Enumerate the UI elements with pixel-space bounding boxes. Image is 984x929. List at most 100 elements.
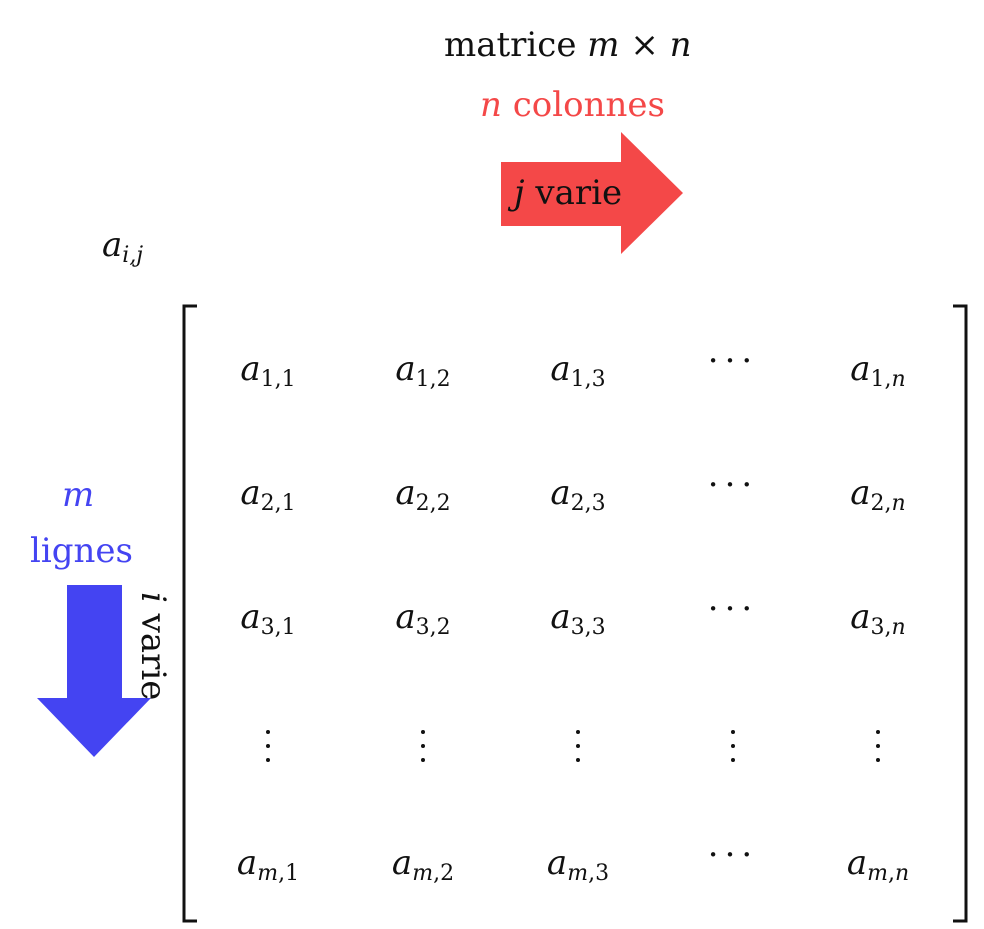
horizontal-dots: ···: [663, 468, 803, 502]
i-arrow-label: i varie: [133, 592, 173, 700]
entry-base: a: [240, 597, 261, 637]
entry-sub: 2,2: [415, 491, 451, 516]
entry-base: a: [546, 843, 568, 883]
dot: [731, 730, 735, 734]
dot: [576, 758, 580, 762]
entry-sub: 1,3: [570, 367, 606, 392]
entry-sub: 1,n: [870, 367, 906, 392]
entry-base: a: [240, 473, 261, 513]
entry-sub: 3,n: [870, 615, 906, 640]
entry-sub: m,2: [412, 861, 455, 886]
entry-base: a: [395, 473, 416, 513]
general-term-sub: i,j: [122, 243, 144, 268]
entry-base: a: [240, 349, 261, 389]
columns-var: n: [480, 85, 502, 125]
horizontal-dots: ···: [663, 592, 803, 626]
matrix-entry: a2,n: [808, 476, 948, 515]
matrix-entry: a1,n: [808, 352, 948, 391]
right-bracket: [953, 304, 968, 923]
j-arrow-label: j varie: [514, 176, 622, 210]
dot: [421, 758, 425, 762]
general-term: ai,j: [102, 228, 143, 267]
dots-glyph: ···: [707, 341, 759, 381]
diagram-title: matrice m × n: [444, 28, 692, 62]
dot: [421, 730, 425, 734]
rows-var: m: [62, 475, 95, 515]
matrix-entry: a2,2: [353, 476, 493, 515]
matrix-entry: a2,3: [508, 476, 648, 515]
entry-base: a: [550, 473, 571, 513]
matrix-entry: a1,3: [508, 352, 648, 391]
columns-label: n colonnes: [480, 88, 665, 122]
dots-glyph: ···: [707, 465, 759, 505]
entry-base: a: [395, 597, 416, 637]
blue-arrow-down: [37, 585, 151, 757]
matrix-entry: am,1: [198, 846, 338, 885]
entry-base: a: [850, 473, 871, 513]
entry-sub: 1,2: [415, 367, 451, 392]
entry-base: a: [550, 349, 571, 389]
matrix-entry: am,2: [353, 846, 493, 885]
dots-glyph: ···: [707, 835, 759, 875]
entry-base: a: [236, 843, 258, 883]
entry-sub: m,n: [867, 861, 910, 886]
vertical-dots: [868, 730, 888, 772]
dot: [576, 730, 580, 734]
dots-glyph: ···: [707, 589, 759, 629]
dot: [266, 758, 270, 762]
dot: [876, 730, 880, 734]
matrix-entry: a1,1: [198, 352, 338, 391]
entry-sub: m,3: [567, 861, 610, 886]
entry-base: a: [850, 597, 871, 637]
dot: [266, 730, 270, 734]
entry-base: a: [550, 597, 571, 637]
title-m: m: [587, 25, 620, 65]
entry-sub: 2,1: [260, 491, 296, 516]
dot: [731, 744, 735, 748]
title-n: n: [669, 25, 692, 65]
vertical-dots: [568, 730, 588, 772]
matrix-entry: a3,3: [508, 600, 648, 639]
entry-base: a: [846, 843, 868, 883]
entry-base: a: [391, 843, 413, 883]
dot: [576, 744, 580, 748]
entry-sub: m,1: [257, 861, 300, 886]
title-prefix: matrice: [444, 25, 588, 65]
entry-sub: 2,3: [570, 491, 606, 516]
entry-base: a: [850, 349, 871, 389]
vertical-dots: [413, 730, 433, 772]
dot: [731, 758, 735, 762]
red-arrow-right: [501, 132, 683, 254]
matrix-entry: a3,1: [198, 600, 338, 639]
i-var: i: [133, 592, 173, 603]
dot: [421, 744, 425, 748]
entry-base: a: [395, 349, 416, 389]
dot: [266, 744, 270, 748]
matrix-entry: am,n: [808, 846, 948, 885]
entry-sub: 3,3: [570, 615, 606, 640]
j-var: j: [514, 173, 525, 213]
dot: [876, 744, 880, 748]
matrix-entry: am,3: [508, 846, 648, 885]
horizontal-dots: ···: [663, 838, 803, 872]
matrix-entry: a3,n: [808, 600, 948, 639]
entry-sub: 3,1: [260, 615, 296, 640]
dot: [876, 758, 880, 762]
entry-sub: 3,2: [415, 615, 451, 640]
j-text: varie: [524, 173, 623, 213]
rows-text: lignes: [30, 531, 133, 571]
entry-sub: 1,1: [260, 367, 296, 392]
title-times: ×: [619, 25, 670, 65]
vertical-dots: [258, 730, 278, 772]
vertical-dots: [723, 730, 743, 772]
entry-sub: 2,n: [870, 491, 906, 516]
matrix-entry: a3,2: [353, 600, 493, 639]
horizontal-dots: ···: [663, 344, 803, 378]
left-bracket: [182, 304, 197, 923]
general-term-base: a: [102, 225, 123, 265]
columns-text: colonnes: [501, 85, 665, 125]
i-text: varie: [133, 602, 173, 701]
matrix-entry: a1,2: [353, 352, 493, 391]
matrix-entry: a2,1: [198, 476, 338, 515]
